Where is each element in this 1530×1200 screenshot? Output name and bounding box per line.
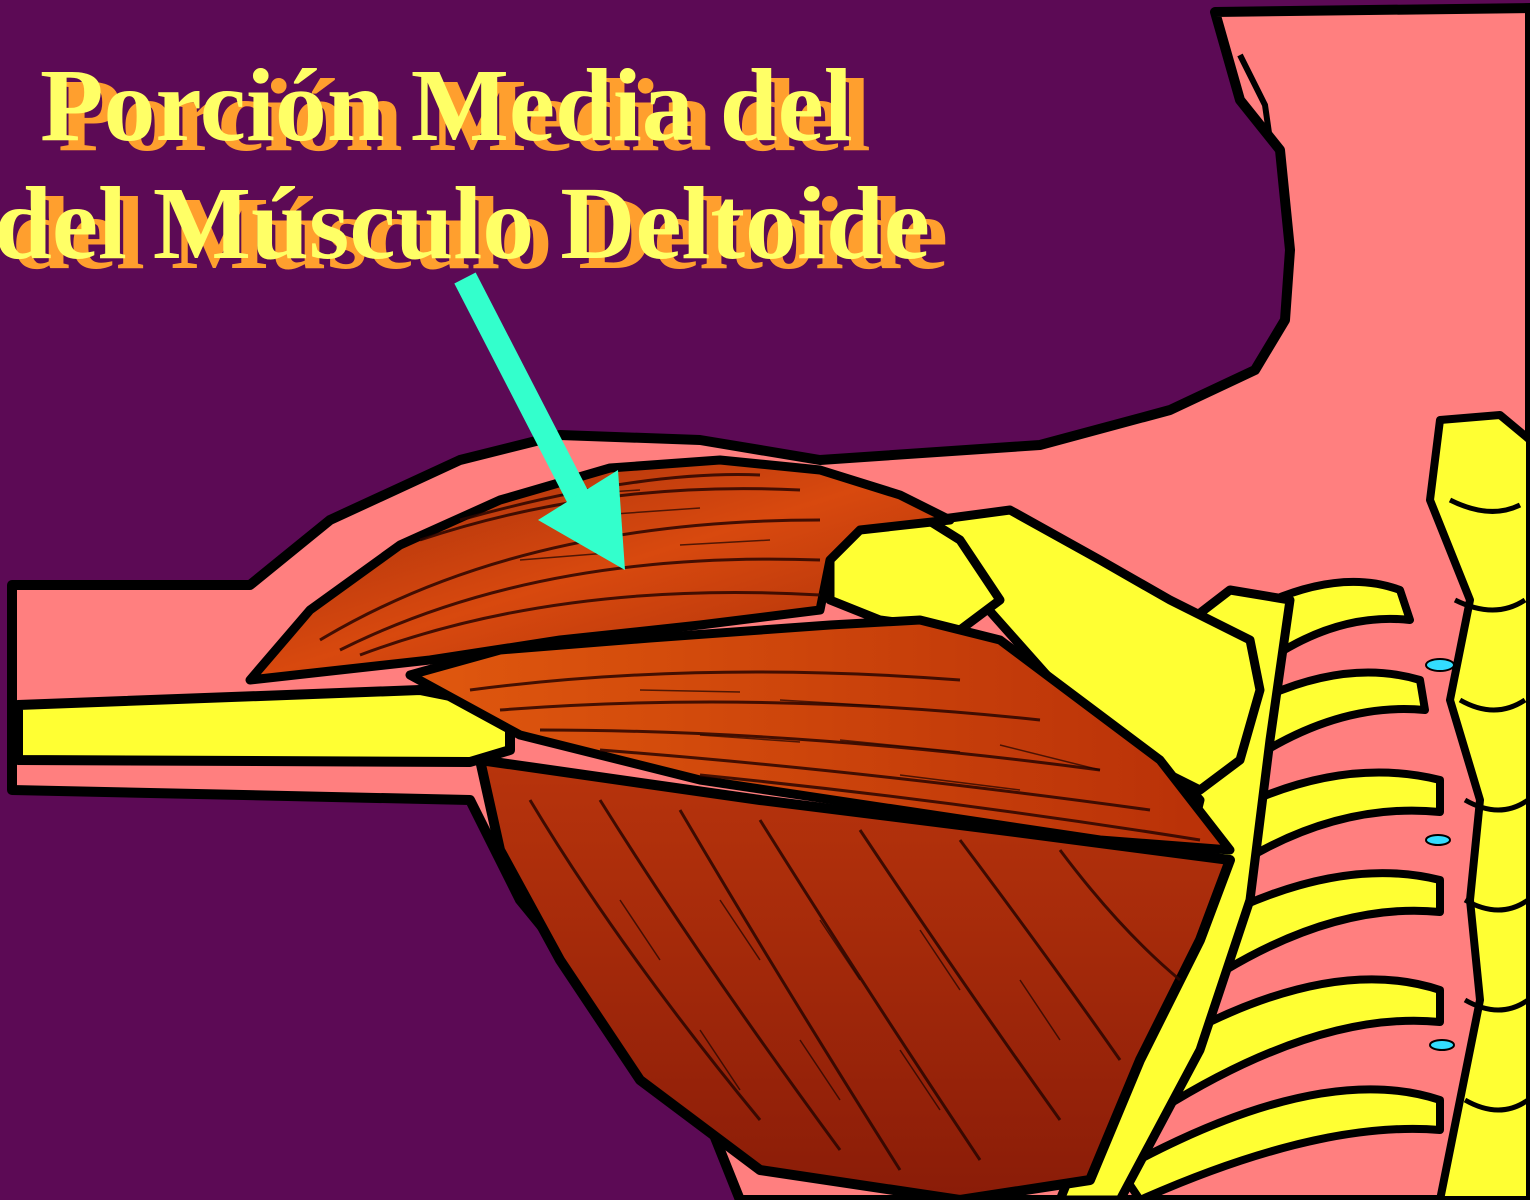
title-line-2-shadow: del Músculo Deltoide bbox=[12, 176, 948, 291]
neck-contour bbox=[1237, 53, 1273, 141]
title-line-1: Porción Media del bbox=[40, 48, 853, 163]
pointer-arrow bbox=[454, 272, 625, 570]
title-line-1-shadow: Porción Media del bbox=[58, 58, 871, 173]
posterior-deltoid bbox=[475, 755, 1235, 1200]
rib-cage bbox=[1116, 577, 1444, 1200]
title-line-2: del Músculo Deltoide bbox=[0, 166, 930, 281]
muscle-fibers bbox=[319, 473, 1201, 1171]
vertebra-marks bbox=[1448, 497, 1530, 1113]
muscle-hatching bbox=[519, 489, 1101, 1111]
humerus bbox=[13, 685, 515, 767]
spinal-highlights bbox=[1425, 658, 1455, 1051]
